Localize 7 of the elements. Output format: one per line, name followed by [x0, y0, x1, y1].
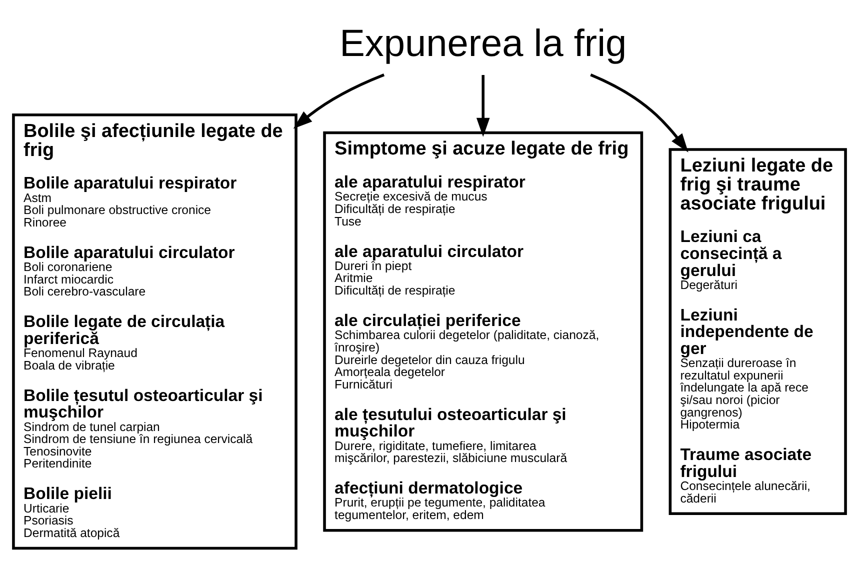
- node-box: Simptome şi acuze legate de frig ale aparatului respirator Secreție excesivă de mucus Dificultăți de respirație Tuse ale aparatului circulator Dureri în piept Aritmie Dificultăți de respirație ale circulației periferice Schimbarea culorii degetelor (paliditate, cianoză, înroşire) Dureirle degetelor din cauza frigulu Amorțeala degetelor Furnicături ale țesutului osteoarticular şi muşchilor Durere, rigiditate, tumefiere, limitarea mişcărilor, parestezii, slăbiciune musculară afecțiuni dermatologice Prurit, erupții pe tegumente, paliditatea tegumentelor, eritem, edem: [322, 130, 643, 532]
- arrow: [476, 74, 490, 136]
- arrow: [292, 73, 384, 128]
- arrow: [590, 73, 688, 152]
- node-text: Expunerea la frig: [339, 22, 626, 64]
- node-box: Leziuni legate de frig şi traume asociate frigului Leziuni ca consecință a gerului Degerături Leziuni independente de ger Senzații dureroase în rezultatul expunerii îndelungate la apă rece şi/sau noroi (picior gangrenos) Hipotermia Traume asociate frigului Consecințele alunecării, căderii: [668, 148, 846, 515]
- node-box: Bolile şi afecțiunile legate de frig Bolile aparatului respirator Astm Boli pulmonare obstructive cronice Rinoree Bolile aparatului circulator Boli coronariene Infarct miocardic Boli cerebro-vasculare Bolile legate de circulația periferică Fenomenul Raynaud Boala de vibrație Bolile țesutul osteoarticular şi muşchilor Sindrom de tunel carpian Sindrom de tensiune în regiunea cervicală Tenosinovite Peritendinite Bolile pielii Urticarie Psoriasis Dermatită atopică: [12, 113, 297, 550]
